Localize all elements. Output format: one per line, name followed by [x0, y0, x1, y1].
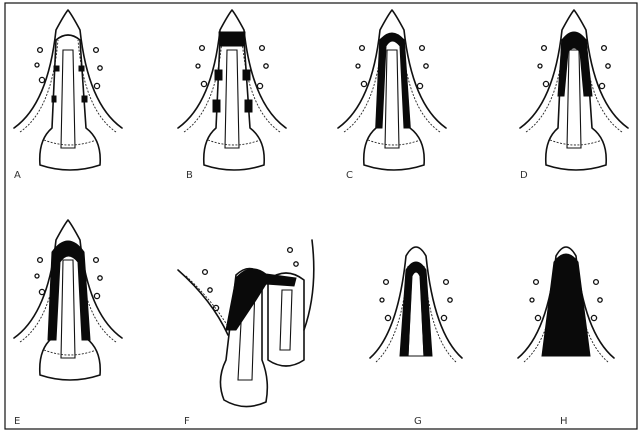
bone-a [14, 10, 122, 132]
lesion-e [48, 241, 90, 340]
lesion-c [376, 33, 410, 128]
lesion-h [542, 254, 590, 356]
panel-c: C [338, 10, 446, 181]
panel-label-h: H [560, 416, 568, 427]
bone-pores-b [196, 46, 268, 89]
panel-b: B [178, 10, 286, 181]
panel-f: F [178, 240, 314, 427]
tooth-c [364, 35, 424, 170]
lesion-g [400, 262, 432, 356]
bone-c [338, 10, 446, 132]
bone-e [14, 220, 122, 342]
panel-h: H [518, 247, 614, 427]
panel-label-f: F [184, 416, 190, 427]
panel-label-g: G [414, 416, 422, 427]
lesion-f [226, 269, 296, 330]
bone-pores-c [356, 46, 428, 89]
bone-pores-d [538, 46, 610, 89]
lesion-a [52, 66, 87, 102]
tooth-a [40, 35, 100, 170]
bone-d [520, 10, 628, 132]
bone-pores-g [380, 280, 452, 321]
panel-label-d: D [520, 170, 528, 181]
panel-label-a: A [14, 170, 21, 181]
bone-b [178, 10, 286, 132]
tooth-d [546, 35, 606, 170]
panel-label-e: E [14, 416, 20, 427]
panel-e: E [14, 220, 122, 427]
panel-a: A [14, 10, 122, 181]
panel-label-b: B [186, 170, 193, 181]
bone-pores-e [35, 258, 102, 299]
panel-label-c: C [346, 170, 353, 181]
panel-g: G [370, 247, 462, 427]
panel-d: D [520, 10, 628, 181]
